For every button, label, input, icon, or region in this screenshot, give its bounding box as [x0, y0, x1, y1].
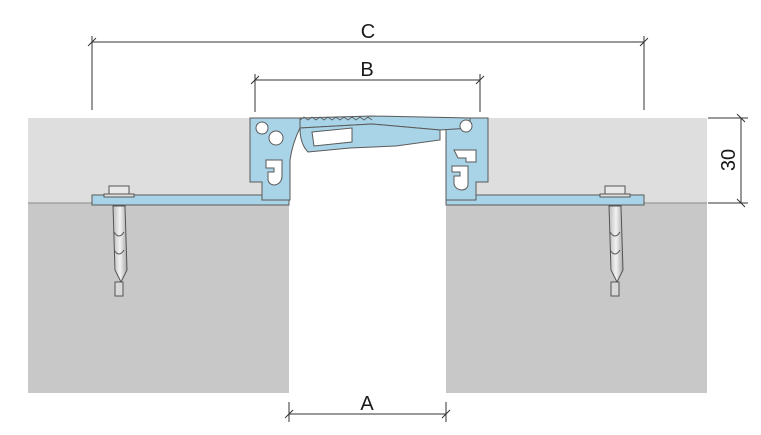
right-anchor-cone	[609, 231, 621, 255]
left-channel-circle	[255, 121, 269, 135]
dimension-b	[250, 74, 485, 112]
left-concrete-slab	[28, 203, 289, 393]
left-lower-channel	[265, 159, 283, 186]
left-anchor-bolt	[103, 185, 135, 297]
right-channel-circle	[459, 119, 473, 133]
dimension-c-label: C	[361, 21, 375, 43]
dimension-height-tick-bottom	[736, 198, 746, 208]
dimension-b-tick-right	[475, 75, 485, 85]
right-bolt-tip	[610, 281, 620, 297]
right-bolt-washer	[599, 193, 631, 198]
left-anchor-sleeve	[112, 205, 128, 284]
left-bolt-washer	[103, 193, 135, 198]
left-bolt-tip	[114, 281, 124, 297]
right-channel-hook	[453, 149, 477, 163]
right-concrete-slab	[446, 203, 707, 393]
right-lower-channel	[451, 165, 469, 191]
dimension-b-tick-left	[250, 75, 260, 85]
dimension-c-tick-left	[87, 37, 97, 47]
profile-serration	[299, 116, 373, 121]
center-slot	[311, 127, 353, 147]
dimension-a-tick-right	[441, 409, 451, 419]
right-anchor-bolt	[599, 185, 631, 297]
dimension-a	[284, 402, 451, 422]
dimension-height-tick-top	[736, 113, 746, 123]
left-screed-layer	[28, 118, 289, 203]
dimension-a-label: A	[360, 393, 374, 415]
left-anchor-cone	[113, 231, 125, 255]
dimension-c-tick-right	[639, 37, 649, 47]
right-anchor-sleeve	[608, 205, 624, 284]
dimension-b-label: B	[360, 59, 373, 81]
right-screed-layer	[446, 118, 707, 203]
profile-details	[255, 119, 477, 191]
dimension-a-tick-left	[284, 409, 294, 419]
dimension-c	[87, 36, 649, 110]
dimension-height	[708, 113, 748, 208]
left-channel-circle-2	[268, 130, 284, 146]
dimension-height-label: 30	[718, 149, 740, 171]
